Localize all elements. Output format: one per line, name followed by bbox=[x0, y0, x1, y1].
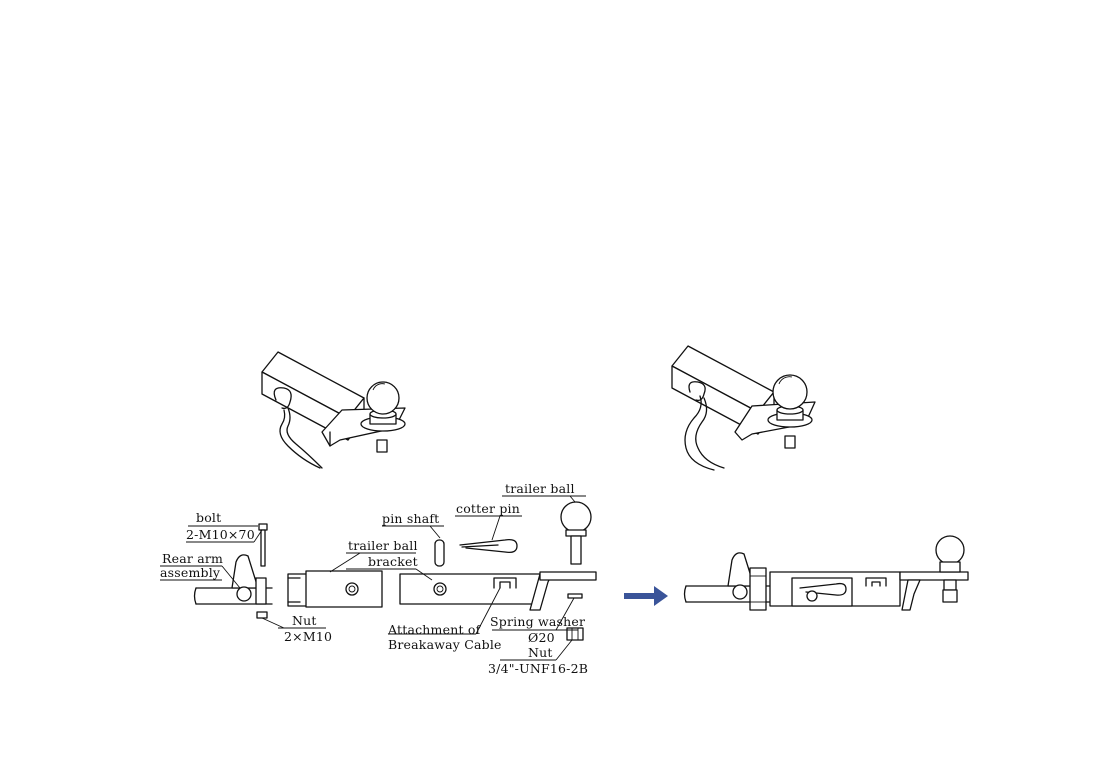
trailer-ball-sphere bbox=[367, 382, 399, 414]
arrow-right-icon bbox=[624, 586, 668, 606]
label-trailer-ball-top: trailer ball bbox=[505, 481, 575, 496]
label-attachment-1: Attachment of bbox=[387, 622, 482, 637]
label-rear-arm-1: Rear arm bbox=[162, 551, 223, 566]
receiver-tube bbox=[306, 571, 382, 607]
nut-m10 bbox=[257, 612, 267, 618]
label-spring-washer-spec: Ø20 bbox=[528, 630, 555, 645]
spring-washer bbox=[568, 594, 582, 598]
label-bolt: bolt bbox=[196, 510, 221, 525]
label-bolt-spec: 2-M10×70 bbox=[186, 527, 255, 542]
label-nut-left: Nut bbox=[292, 613, 317, 628]
trailer-ball-side bbox=[561, 502, 591, 532]
bolt-head bbox=[259, 524, 267, 530]
rear-arm-bushing bbox=[237, 587, 251, 601]
label-cotter-pin: cotter pin bbox=[456, 501, 520, 516]
hitch-perspective-left bbox=[262, 352, 405, 468]
label-nut-right-spec: 3/4"-UNF16-2B bbox=[488, 661, 588, 676]
trailer-ball-bracket bbox=[400, 574, 540, 604]
label-nut-right: Nut bbox=[528, 645, 553, 660]
label-trailer-ball-bracket-1: trailer ball bbox=[348, 538, 418, 553]
assembled-bolt-stack bbox=[750, 568, 766, 610]
label-trailer-ball-bracket-2: bracket bbox=[368, 554, 418, 569]
pin-shaft bbox=[435, 540, 444, 566]
label-spring-washer: Spring washer bbox=[490, 614, 585, 629]
assembled-view bbox=[685, 536, 969, 610]
trailer-ball-sphere bbox=[773, 375, 807, 409]
bolt-shank bbox=[261, 530, 265, 566]
label-pin-shaft: pin shaft bbox=[382, 511, 439, 526]
trailer-ball-shank bbox=[571, 536, 581, 564]
label-nut-left-spec: 2×M10 bbox=[284, 629, 332, 644]
hitch-perspective-right bbox=[672, 346, 815, 470]
label-rear-arm-2: assembly bbox=[160, 565, 221, 580]
assembled-trailer-ball bbox=[936, 536, 964, 564]
label-attachment-2: Breakaway Cable bbox=[388, 637, 502, 652]
